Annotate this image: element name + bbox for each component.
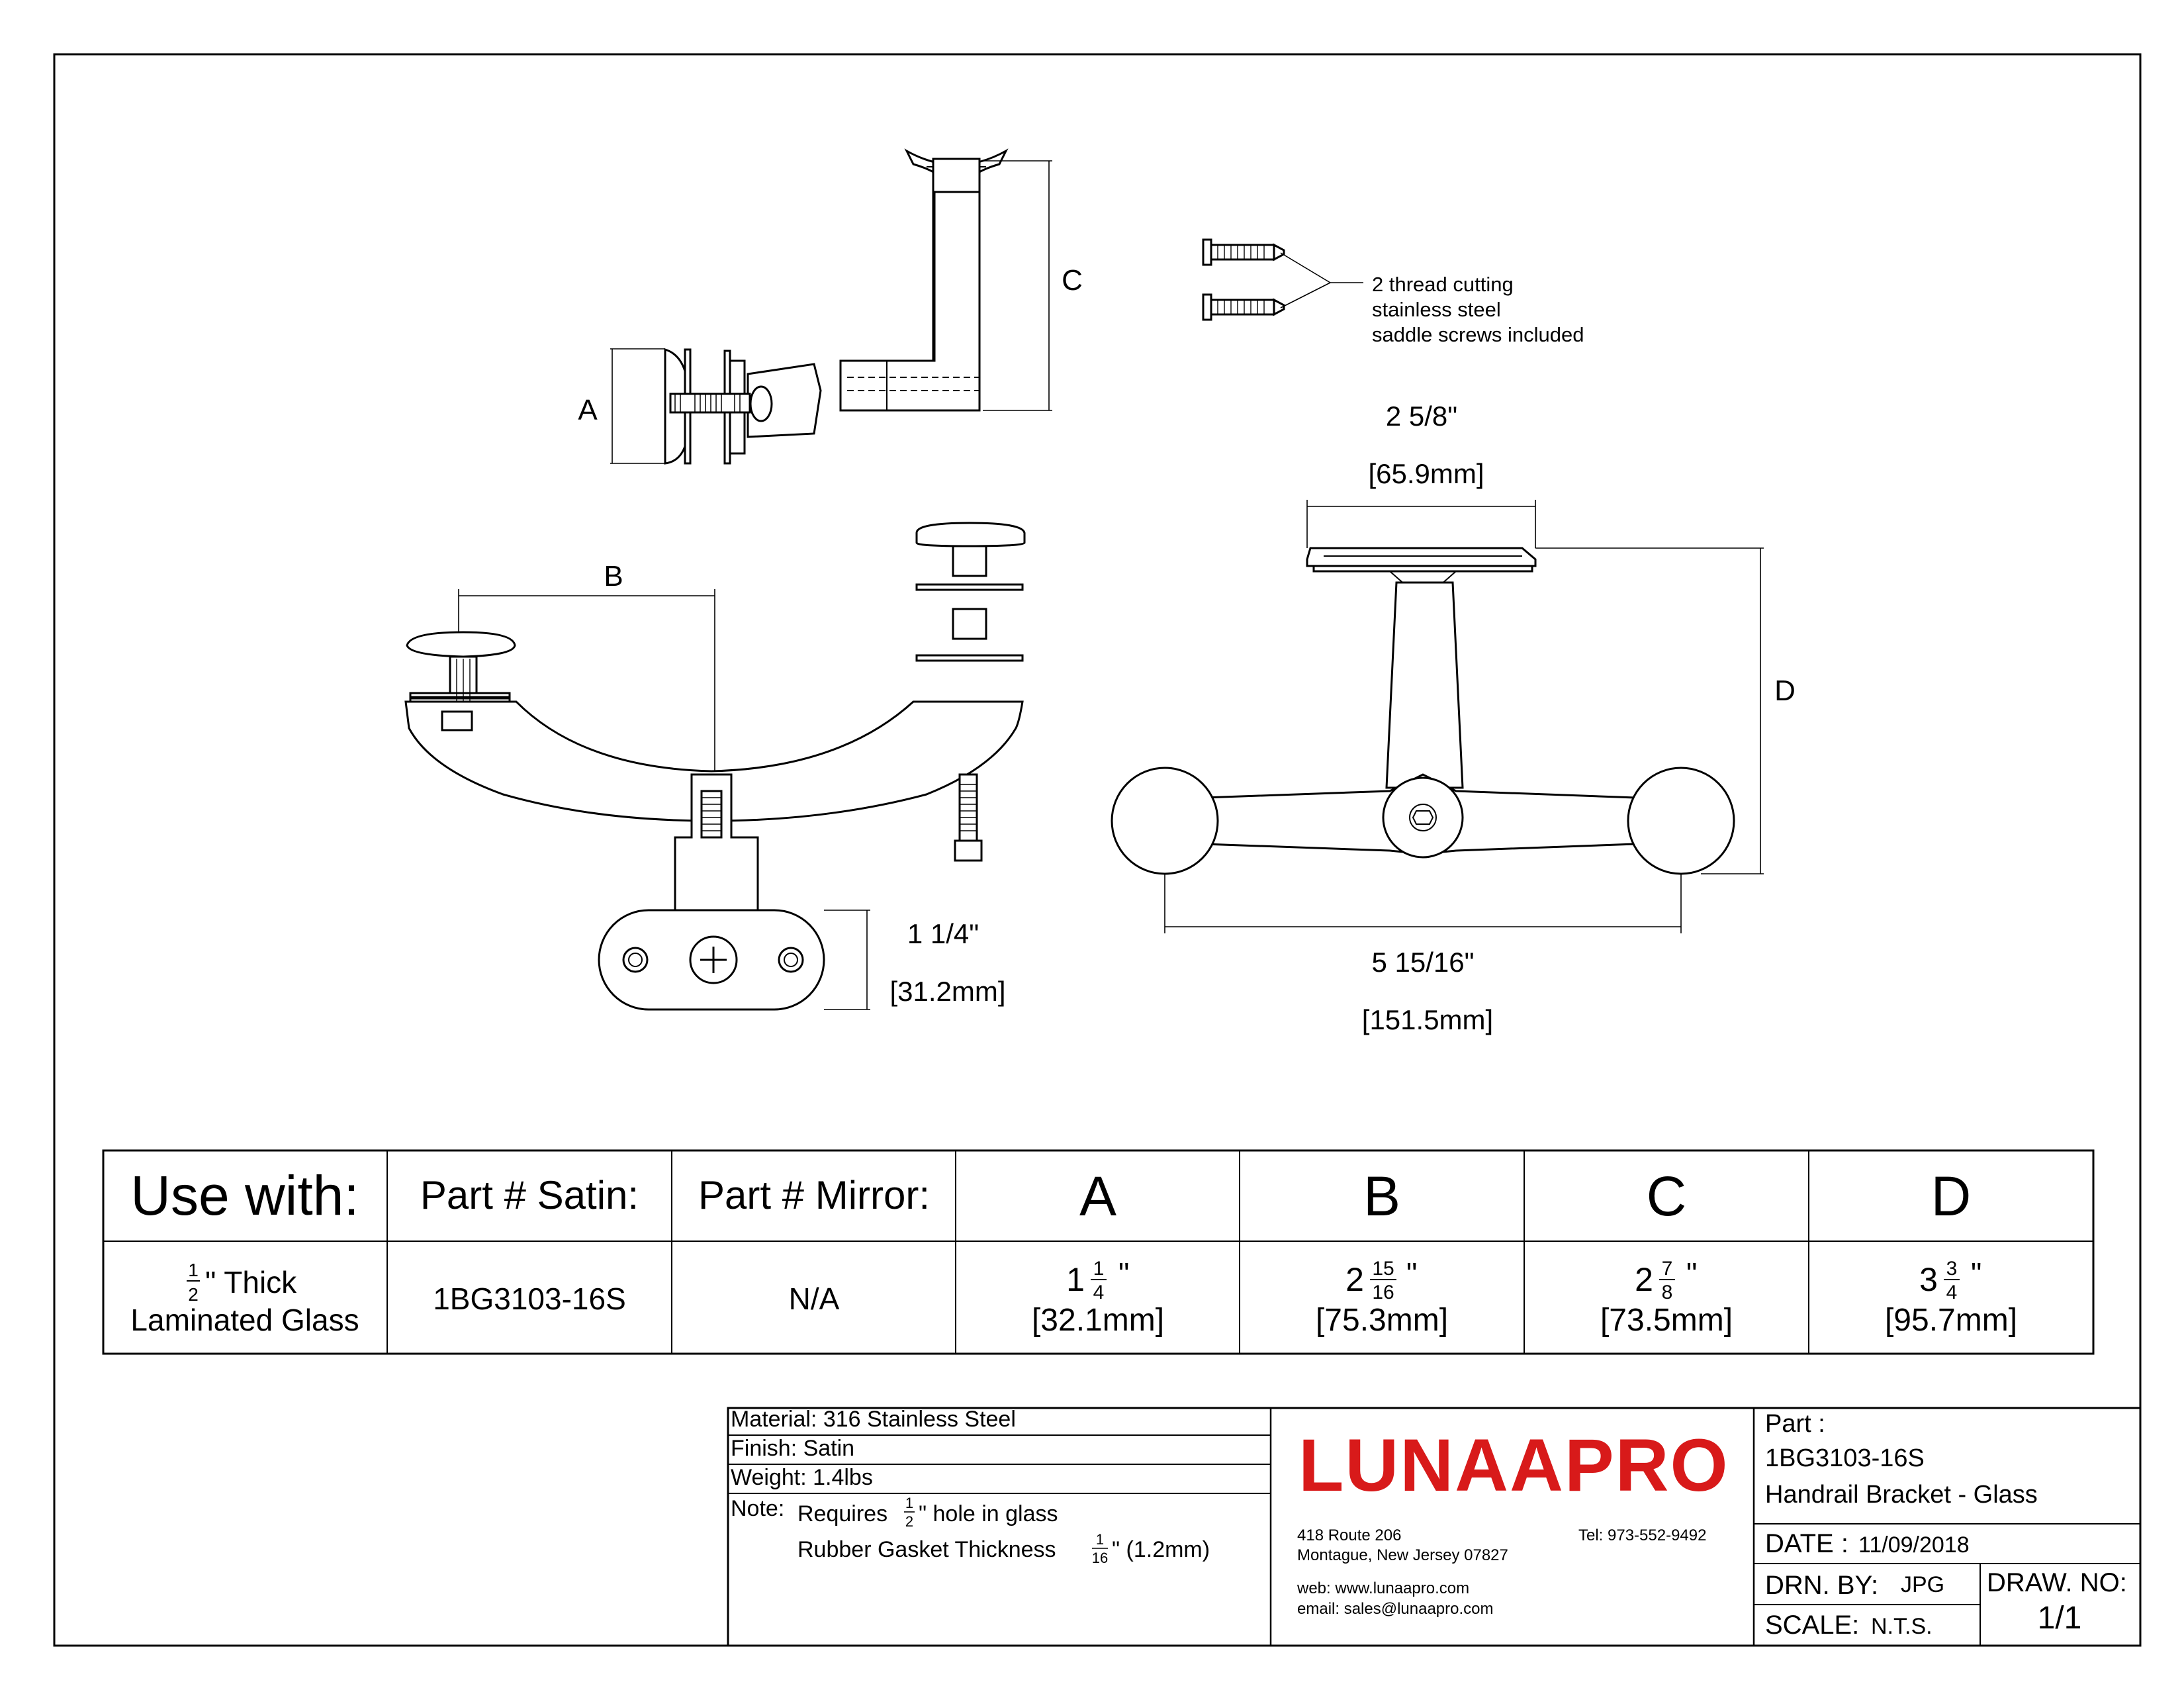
dim-overall-width-imperial: 5 15/16" <box>1371 947 1474 978</box>
header-part-satin: Part # Satin: <box>420 1173 639 1217</box>
c-whole: 2 <box>1635 1261 1653 1298</box>
saddle-screws-drawing <box>1202 238 1363 321</box>
cell-use-with: 1 2 " Thick Laminated Glass <box>130 1260 359 1337</box>
scale-value: N.T.S. <box>1871 1614 1933 1639</box>
cell-c: 2 7 8 " [73.5mm] <box>1600 1256 1733 1338</box>
note1-den: 2 <box>905 1513 913 1530</box>
address-line1: 418 Route 206 <box>1297 1526 1401 1544</box>
note2-prefix: Rubber Gasket Thickness <box>797 1537 1056 1562</box>
part-label: Part : <box>1765 1410 1825 1438</box>
screws-note-line3: saddle screws included <box>1372 323 1584 346</box>
cell-a: 1 1 4 " [32.1mm] <box>1032 1256 1164 1338</box>
sheet-border <box>53 53 2142 1647</box>
material-text: Material: 316 Stainless Steel <box>731 1407 1016 1432</box>
company-logo: LUNAAPRO <box>1298 1424 1729 1507</box>
use-with-frac-den: 2 <box>188 1284 199 1305</box>
part-number: 1BG3103-16S <box>1765 1444 1925 1472</box>
note2-den: 16 <box>1092 1550 1108 1566</box>
dim-label-c: C <box>1062 264 1083 297</box>
dim-top-width-metric: [65.9mm] <box>1368 458 1484 489</box>
b-den: 16 <box>1372 1282 1394 1303</box>
note1-suffix: " hole in glass <box>919 1501 1058 1526</box>
telephone: Tel: 973-552-9492 <box>1578 1526 1706 1544</box>
dim-label-b: B <box>604 560 623 592</box>
use-with-line1: " Thick <box>205 1265 297 1299</box>
d-den: 4 <box>1946 1282 1958 1303</box>
d-metric: [95.7mm] <box>1885 1303 2017 1338</box>
dim-label-a: A <box>578 394 598 426</box>
draw-number-value: 1/1 <box>2038 1601 2082 1636</box>
part-mirror-value: N/A <box>789 1282 840 1316</box>
c-metric: [73.5mm] <box>1600 1303 1733 1338</box>
header-a: A <box>1079 1165 1116 1227</box>
date-label: DATE : <box>1765 1529 1848 1558</box>
side-view-drawing <box>610 148 1052 465</box>
c-num: 7 <box>1662 1258 1673 1280</box>
note2-num: 1 <box>1096 1531 1104 1548</box>
d-whole: 3 <box>1919 1261 1938 1298</box>
a-den: 4 <box>1093 1282 1105 1303</box>
date-value: 11/09/2018 <box>1858 1532 1970 1558</box>
b-metric: [75.3mm] <box>1316 1303 1448 1338</box>
screws-note-line2: stainless steel <box>1372 298 1501 321</box>
a-metric: [32.1mm] <box>1032 1303 1164 1338</box>
drawn-by-value: JPG <box>1901 1572 1944 1597</box>
a-num: 1 <box>1093 1258 1105 1280</box>
header-part-mirror: Part # Mirror: <box>698 1173 930 1217</box>
header-d: D <box>1931 1165 1972 1227</box>
top-view-drawing <box>404 522 1026 1011</box>
dim-plate-height-metric: [31.2mm] <box>889 976 1005 1007</box>
header-use-with: Use with: <box>130 1164 359 1227</box>
screws-note-line1: 2 thread cutting <box>1372 273 1514 296</box>
website: web: www.lunaapro.com <box>1297 1579 1469 1597</box>
note2-suffix: " (1.2mm) <box>1112 1537 1210 1562</box>
weight-text: Weight: 1.4lbs <box>731 1465 873 1490</box>
part-name: Handrail Bracket - Glass <box>1765 1481 2038 1509</box>
email: email: sales@lunaapro.com <box>1297 1600 1494 1618</box>
cell-b: 2 15 16 " [75.3mm] <box>1316 1256 1448 1338</box>
spec-table <box>102 1149 2095 1355</box>
b-whole: 2 <box>1345 1261 1364 1298</box>
dim-top-width-imperial: 2 5/8" <box>1386 400 1457 432</box>
title-block <box>727 1407 2142 1647</box>
dim-label-d: D <box>1774 675 1796 707</box>
dim-overall-width-metric: [151.5mm] <box>1362 1004 1493 1035</box>
note1-prefix: Requires <box>797 1501 887 1526</box>
a-whole: 1 <box>1066 1261 1085 1298</box>
note-label: Note: <box>731 1496 784 1521</box>
b-num: 15 <box>1372 1258 1394 1280</box>
part-satin-value: 1BG3103-16S <box>433 1282 626 1316</box>
use-with-frac-num: 1 <box>188 1260 199 1280</box>
header-b: B <box>1363 1165 1400 1227</box>
draw-number-label: DRAW. NO: <box>1987 1568 2127 1597</box>
b-inch: " <box>1406 1256 1417 1291</box>
a-inch: " <box>1118 1256 1129 1291</box>
c-den: 8 <box>1662 1282 1673 1303</box>
d-inch: " <box>1971 1256 1981 1291</box>
use-with-line2: Laminated Glass <box>130 1303 359 1337</box>
note1-num: 1 <box>905 1495 913 1511</box>
d-num: 3 <box>1946 1258 1958 1280</box>
address-line2: Montague, New Jersey 07827 <box>1297 1546 1508 1564</box>
c-inch: " <box>1686 1256 1697 1291</box>
drawn-by-label: DRN. BY: <box>1765 1571 1878 1600</box>
finish-text: Finish: Satin <box>731 1436 854 1461</box>
cell-d: 3 3 4 " [95.7mm] <box>1885 1256 2017 1338</box>
header-c: C <box>1647 1165 1687 1227</box>
dim-plate-height-imperial: 1 1/4" <box>907 918 979 949</box>
front-view-drawing <box>1111 500 1764 933</box>
scale-label: SCALE: <box>1765 1611 1859 1640</box>
